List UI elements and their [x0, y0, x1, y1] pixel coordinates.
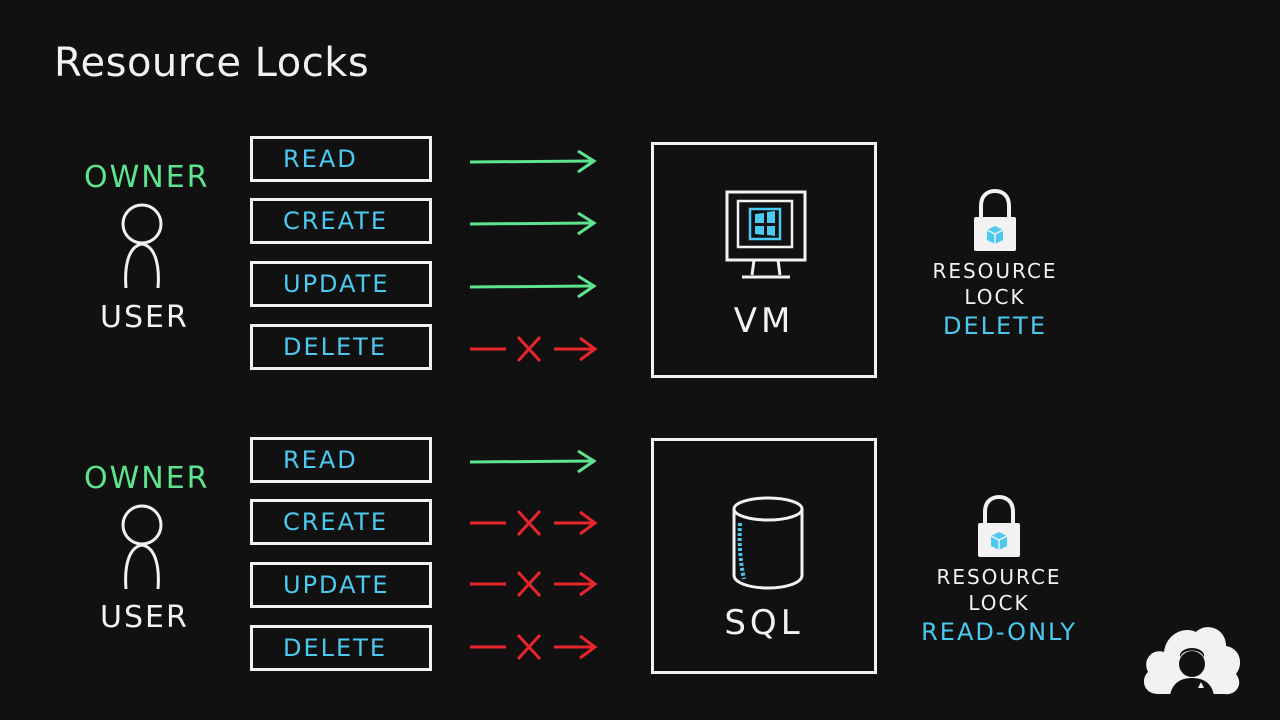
deny-arrow-icon	[470, 570, 598, 598]
lock-type: DELETE	[942, 312, 1047, 340]
operation-delete: DELETE	[250, 324, 432, 370]
padlock-icon	[974, 188, 1016, 251]
deny-arrow-icon	[470, 509, 598, 537]
arrow-create	[466, 209, 606, 239]
operation-update: UPDATE	[250, 562, 432, 608]
resource-lock-delete: RESOURCE LOCK DELETE	[910, 188, 1080, 342]
operation-read: READ	[250, 437, 432, 483]
cloud-person-logo-icon	[1143, 627, 1241, 696]
lock-title-line1: RESOURCE	[936, 565, 1062, 589]
arrow-update	[466, 569, 606, 599]
owner-role-label: OWNER	[84, 160, 210, 195]
operation-update: UPDATE	[250, 261, 432, 307]
lock-title-line2: LOCK	[968, 591, 1030, 615]
lock-type: READ-ONLY	[921, 618, 1077, 646]
allow-arrow-icon	[469, 149, 597, 174]
arrow-update	[466, 272, 606, 302]
user-figure-icon	[121, 504, 163, 590]
vm-monitor-icon	[725, 190, 807, 279]
deny-arrow-icon	[470, 633, 598, 661]
padlock-icon	[978, 494, 1020, 557]
resource-sql-label: SQL	[724, 603, 804, 643]
resource-lock-read-only: RESOURCE LOCK READ-ONLY	[914, 494, 1084, 648]
owner-role-label: OWNER	[84, 461, 210, 496]
allow-arrow-icon	[469, 449, 597, 474]
page-title: Resource Locks	[54, 40, 370, 86]
allow-arrow-icon	[469, 274, 597, 299]
arrow-create	[466, 508, 606, 538]
resource-vm-label: VM	[733, 301, 795, 341]
operation-delete: DELETE	[250, 625, 432, 671]
resource-sql-box: SQL	[651, 438, 877, 674]
operation-read: READ	[250, 136, 432, 182]
operation-create: CREATE	[250, 198, 432, 244]
deny-arrow-icon	[470, 335, 598, 363]
allow-arrow-icon	[469, 211, 597, 236]
lock-title-line1: RESOURCE	[932, 259, 1058, 283]
database-icon	[732, 496, 804, 590]
arrow-read	[466, 147, 606, 177]
operation-create: CREATE	[250, 499, 432, 545]
lock-title-line2: LOCK	[964, 285, 1026, 309]
arrow-read	[466, 447, 606, 477]
user-label: USER	[100, 300, 189, 335]
arrow-delete	[466, 632, 606, 662]
user-label: USER	[100, 600, 189, 635]
user-figure-icon	[121, 203, 163, 289]
resource-vm-box: VM	[651, 142, 877, 378]
arrow-delete	[466, 334, 606, 364]
